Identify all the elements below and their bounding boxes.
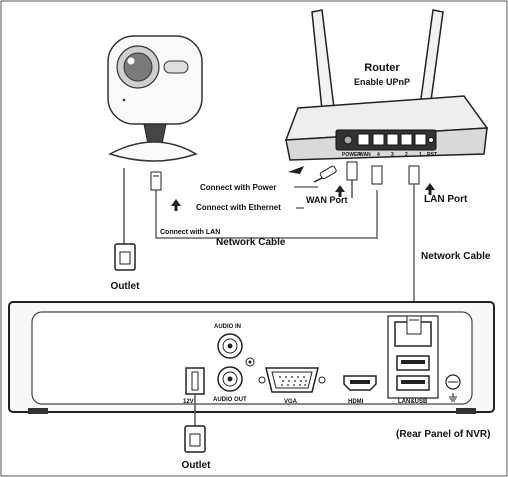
outlet-label-nvr: Outlet: [182, 460, 212, 471]
router-lan-port-4: [372, 133, 385, 146]
network-cable-label-right: Network Cable: [421, 251, 491, 262]
wan-up-arrow-stem: [338, 192, 342, 197]
outlet-label-camera: Outlet: [111, 281, 141, 292]
nvr-hdmi-contacts: [350, 380, 370, 384]
camera-lens-glint: [127, 57, 135, 65]
router-lan-to-nvr-plug: [408, 165, 420, 185]
nvr-usb-port-top-tongue: [401, 360, 425, 364]
router: POWER WAN 4 3 2 1 RST Router Enable UPnP: [284, 9, 489, 161]
connect-with-ethernet-label: Connect with Ethernet: [196, 203, 281, 212]
router-antenna-left: [311, 9, 335, 111]
camera-up-arrow: [171, 199, 181, 206]
lan-up-arrow-stem: [428, 190, 432, 195]
nvr-screw-center: [248, 360, 252, 364]
ground-icon: [449, 393, 457, 402]
router-lan-port-3: [386, 133, 399, 146]
nvr-vga-socket: [271, 371, 313, 389]
camera-neck: [143, 123, 167, 145]
router-subtitle: Enable UPnP: [354, 77, 410, 87]
router-title: Router: [364, 62, 400, 74]
router-port-label-reset: RST: [427, 152, 437, 158]
rear-panel-caption: (Rear Panel of NVR): [396, 429, 490, 440]
power-arrow: [288, 166, 304, 174]
nvr-audio-out-pin: [227, 376, 233, 382]
nvr-power-jack-pin: [191, 371, 199, 391]
nvr-vga-pins: [279, 376, 307, 386]
nvr-lan-plug: [406, 315, 422, 335]
lan-up-arrow: [425, 183, 435, 190]
lan-port-label: LAN Port: [424, 194, 468, 205]
router-power-cable: [313, 177, 323, 183]
camera-stand-base: [108, 141, 198, 162]
router-power-plug: [319, 165, 337, 180]
nvr-label-power: 12V: [183, 399, 194, 405]
nvr-label-audio-out: AUDIO OUT: [213, 397, 247, 403]
camera-sensor: [163, 60, 189, 74]
router-wan-port: [357, 133, 370, 146]
router-lan-port-1: [414, 133, 427, 146]
router-lan-to-camera-plug: [371, 165, 383, 185]
router-port-label-2: 2: [405, 152, 408, 158]
outlet-nvr-plug: [184, 425, 206, 453]
outlet-camera-plug: [114, 243, 136, 271]
nvr-usb-port-bottom-tongue: [401, 380, 425, 384]
wan-rj45-plug: [346, 161, 358, 181]
camera-lens: [123, 52, 153, 82]
nvr-foot-left: [28, 408, 48, 414]
nvr: AUDIO IN AUDIO OUT 12V VGA HDMI: [8, 301, 495, 414]
router-port-label-3: 3: [391, 152, 394, 158]
router-port-label-power: POWER: [342, 152, 361, 158]
nvr-foot-right: [456, 408, 476, 414]
outlet-plug-face: [119, 251, 131, 265]
nvr-audio-in-pin: [227, 343, 233, 349]
router-port-label-wan: WAN: [359, 152, 371, 158]
outlet-nvr-plug-face: [189, 433, 201, 447]
camera-network-cable: [155, 188, 378, 239]
nvr-vga-screw-right: [318, 376, 326, 384]
network-cable-label-left: Network Cable: [216, 237, 286, 248]
nvr-label-lan-usb: LAN&USB: [398, 399, 428, 405]
nvr-label-hdmi: HDMI: [348, 399, 364, 405]
camera: [107, 35, 203, 162]
wan-up-arrow: [335, 185, 345, 192]
camera-rj45-plug: [150, 171, 162, 191]
router-power-jack: [343, 135, 353, 145]
nvr-vga-screw-left: [258, 376, 266, 384]
camera-up-arrow-stem: [174, 206, 178, 211]
router-lan-port-2: [400, 133, 413, 146]
router-reset-hole: [428, 137, 434, 143]
nvr-label-vga: VGA: [284, 399, 298, 405]
camera-indicator: [122, 98, 126, 102]
nvr-label-audio-in: AUDIO IN: [214, 324, 241, 330]
router-port-label-4: 4: [377, 152, 380, 158]
connect-with-lan-label: Connect with LAN: [160, 229, 220, 236]
router-port-label-1: 1: [419, 152, 422, 158]
connect-with-power-label: Connect with Power: [200, 183, 276, 192]
wan-port-label: WAN Port: [306, 195, 348, 205]
router-antenna-right: [419, 9, 444, 109]
